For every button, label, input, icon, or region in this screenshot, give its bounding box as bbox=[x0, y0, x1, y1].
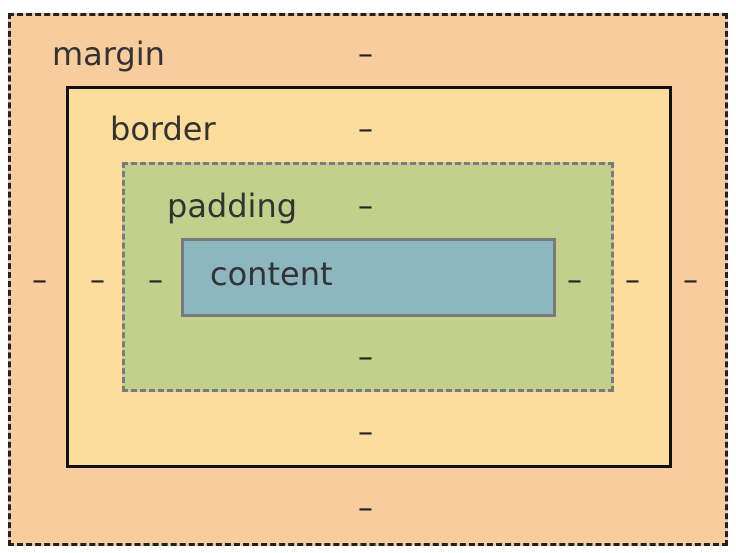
margin-bottom-value: – bbox=[358, 491, 373, 526]
border-right-value: – bbox=[625, 263, 640, 298]
margin-top-value: – bbox=[358, 37, 373, 72]
margin-left-value: – bbox=[32, 263, 47, 298]
padding-bottom-value: – bbox=[358, 340, 373, 375]
padding-top-value: – bbox=[358, 189, 373, 224]
content-label: content bbox=[210, 255, 333, 293]
border-left-value: – bbox=[90, 263, 105, 298]
margin-right-value: – bbox=[683, 263, 698, 298]
padding-label: padding bbox=[167, 187, 298, 225]
margin-label: margin bbox=[52, 35, 165, 73]
padding-left-value: – bbox=[148, 263, 163, 298]
border-bottom-value: – bbox=[358, 415, 373, 450]
padding-right-value: – bbox=[567, 263, 582, 298]
content-box bbox=[181, 238, 556, 317]
border-label: border bbox=[110, 110, 216, 148]
border-top-value: – bbox=[358, 112, 373, 147]
